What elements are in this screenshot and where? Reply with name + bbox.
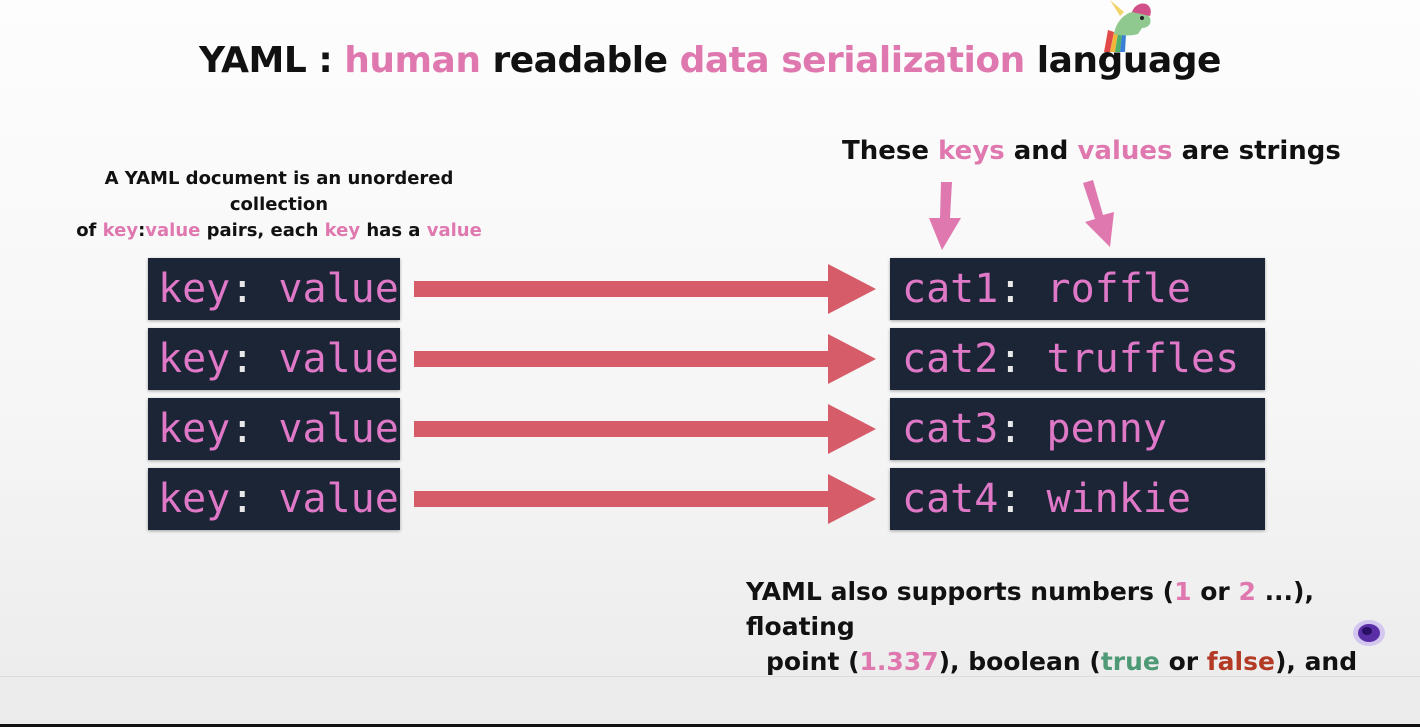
note-text-part: These <box>842 136 939 166</box>
generic-pair-box-2: key: value <box>148 328 400 390</box>
unicorn-icon <box>1098 0 1158 57</box>
note-text-part: or <box>1191 577 1239 606</box>
mapping-arrow-4 <box>414 474 876 524</box>
code-value: value <box>254 336 399 382</box>
data-types-line-2: point (1.337), boolean (true or false), … <box>746 644 1386 714</box>
note-text-part: ), and <box>1274 647 1358 676</box>
note-keys-word: keys <box>938 136 1005 166</box>
down-arrow-values <box>1083 180 1114 247</box>
cursor-blob-icon <box>1350 614 1388 657</box>
intro-key-word: key <box>324 220 361 241</box>
generic-pair-box-4: key: value <box>148 468 400 530</box>
intro-key-word: key <box>102 220 139 241</box>
note-text-part: point ( <box>766 647 860 676</box>
mapping-arrows <box>414 264 876 524</box>
data-types-note: YAML also supports numbers (1 or 2 ...),… <box>746 574 1386 714</box>
code-value: value <box>254 266 399 312</box>
cat-pair-box-4: cat4: winkie <box>890 468 1265 530</box>
code-colon: : <box>998 476 1023 522</box>
note-text-part: YAML also supports numbers ( <box>746 577 1175 606</box>
code-key: cat3 <box>902 406 999 452</box>
code-key: key <box>158 266 231 312</box>
note-text-part: ), boolean ( <box>938 647 1101 676</box>
page-title: YAML : human readable data serialization… <box>0 40 1420 81</box>
intro-line-1: A YAML document is an unordered collecti… <box>104 168 454 215</box>
strings-note: These keys and values are strings <box>842 136 1341 166</box>
title-part: readable <box>480 40 680 81</box>
title-part: YAML : <box>199 40 345 81</box>
code-key: key <box>158 476 231 522</box>
boolean-true-example: true <box>1100 647 1160 676</box>
code-colon: : <box>998 266 1023 312</box>
intro-value-word: value <box>145 220 201 241</box>
intro-colon: : <box>138 220 146 241</box>
data-types-line-1: YAML also supports numbers (1 or 2 ...),… <box>746 574 1386 644</box>
code-colon: : <box>230 406 255 452</box>
cat-pair-box-1: cat1: roffle <box>890 258 1265 320</box>
intro-text-part: pairs, each <box>200 220 325 241</box>
code-colon: : <box>230 476 255 522</box>
number-example-1: 1 <box>1174 577 1192 606</box>
note-text-part: and <box>1004 136 1078 166</box>
intro-text-part: of <box>76 220 103 241</box>
code-key: cat1 <box>902 266 999 312</box>
code-key: cat2 <box>902 336 999 382</box>
cat-pair-box-3: cat3: penny <box>890 398 1265 460</box>
code-value: roffle <box>1022 266 1192 312</box>
title-highlight-data-serialization: data serialization <box>679 40 1026 81</box>
mapping-arrow-2 <box>414 334 876 384</box>
intro-text-part: has a <box>360 220 427 241</box>
note-values-word: values <box>1077 136 1173 166</box>
code-value: truffles <box>1022 336 1240 382</box>
code-value: value <box>254 476 399 522</box>
title-highlight-human: human <box>344 40 481 81</box>
note-text-part: are strings <box>1172 136 1341 166</box>
code-colon: : <box>998 336 1023 382</box>
mapping-arrow-3 <box>414 404 876 454</box>
note-text-part: ...), floating <box>746 577 1314 641</box>
code-key: key <box>158 406 231 452</box>
bottom-bar <box>0 676 1420 727</box>
float-example: 1.337 <box>859 647 939 676</box>
intro-line-2: of key:value pairs, each key has a value <box>64 218 494 244</box>
code-value: penny <box>1022 406 1167 452</box>
generic-pair-box-1: key: value <box>148 258 400 320</box>
intro-text: A YAML document is an unordered collecti… <box>64 166 494 244</box>
code-colon: : <box>230 266 255 312</box>
boolean-false-example: false <box>1206 647 1275 676</box>
title-part: language <box>1024 40 1222 81</box>
down-arrows <box>929 180 1114 250</box>
intro-value-word: value <box>426 220 482 241</box>
code-colon: : <box>998 406 1023 452</box>
code-value: winkie <box>1022 476 1192 522</box>
code-value: value <box>254 406 399 452</box>
cat-pair-box-2: cat2: truffles <box>890 328 1265 390</box>
number-example-2: 2 <box>1238 577 1256 606</box>
note-text-part: or <box>1159 647 1207 676</box>
code-colon: : <box>230 336 255 382</box>
mapping-arrow-1 <box>414 264 876 314</box>
code-key: key <box>158 336 231 382</box>
down-arrow-keys <box>929 182 961 250</box>
code-key: cat4 <box>902 476 999 522</box>
generic-pair-box-3: key: value <box>148 398 400 460</box>
